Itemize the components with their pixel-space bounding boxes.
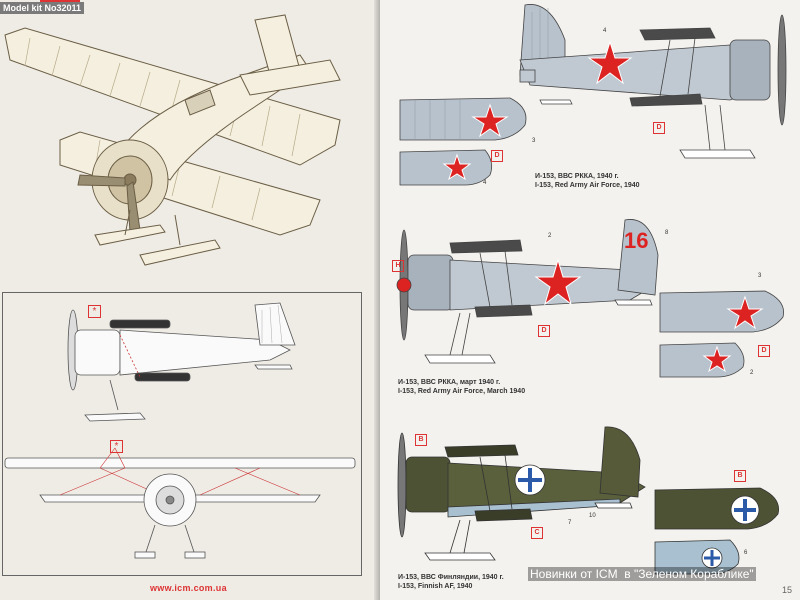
callout-box-2-H: H	[392, 260, 404, 272]
model-kit-label: Model kit No32011	[0, 2, 85, 14]
callout-box-2-D: D	[538, 325, 550, 337]
callout-label-2-2b: 2	[750, 370, 754, 376]
left-page: Model kit No32011	[0, 0, 380, 600]
page-number: 15	[782, 585, 793, 595]
profile-2-wing-top-view	[659, 290, 784, 378]
profile-2-caption-ru: И-153, ВВС РККА, март 1940 г.	[398, 379, 501, 386]
callout-label-3-6: 6	[744, 550, 748, 556]
callout-label-2-2: 2	[548, 233, 552, 239]
front-view-drawing	[4, 447, 356, 559]
callout-marker-2: *	[110, 440, 123, 453]
callout-label-1-3: 3	[532, 138, 536, 144]
profile-3-caption-ru: И-153, ВВС Финляндии, 1940 г.	[398, 574, 504, 581]
profile-3-caption: И-153, ВВС Финляндии, 1940 г. I-153, Fin…	[398, 573, 504, 591]
profile-3-wing-top-view	[654, 487, 779, 575]
callout-label-3-10: 10	[589, 513, 596, 519]
profile-1-side-view	[519, 4, 787, 159]
callout-box-3-B2: B	[734, 470, 746, 482]
right-page: И-153, ВВС РККА, 1940 г. I-153, Red Army…	[380, 0, 800, 600]
detail-frame	[2, 292, 362, 576]
callout-label-2-8: 8	[665, 230, 669, 236]
profile-1-caption-ru: И-153, ВВС РККА, 1940 г.	[535, 173, 619, 180]
callout-label-1-4: 4	[603, 28, 607, 34]
perspective-view-drawing	[4, 14, 341, 266]
side-view-drawing	[67, 302, 296, 422]
profile-2-caption-en: I-153, Red Army Air Force, March 1940	[398, 388, 526, 395]
callout-box-1-D2: D	[491, 150, 503, 162]
callout-box-2-D2: D	[758, 345, 770, 357]
callout-label-2-3: 3	[758, 273, 762, 279]
watermark-caption: Новинки от ICM в "Зеленом Кораблике"	[528, 567, 756, 581]
callout-label-1-4b: 4	[483, 180, 487, 186]
callout-box-3-B: B	[415, 434, 427, 446]
profile-3-side-view	[397, 426, 646, 561]
profile-2-side-view	[396, 219, 659, 364]
callout-label-3-7: 7	[568, 520, 572, 526]
profile-1-caption: И-153, ВВС РККА, 1940 г. I-153, Red Army…	[535, 172, 640, 190]
callout-box-1-D: D	[653, 122, 665, 134]
profile-2-caption: И-153, ВВС РККА, март 1940 г. I-153, Red…	[398, 378, 525, 396]
profile-3-caption-en: I-153, Finnish AF, 1940	[398, 583, 473, 590]
callout-marker-1: *	[88, 305, 101, 318]
profile-1-wing-top-view	[399, 97, 527, 186]
profile-1-caption-en: I-153, Red Army Air Force, 1940	[535, 182, 640, 189]
footer-url: www.icm.com.ua	[150, 583, 227, 593]
callout-box-3-C: C	[531, 527, 543, 539]
tail-number: 16	[624, 228, 649, 253]
